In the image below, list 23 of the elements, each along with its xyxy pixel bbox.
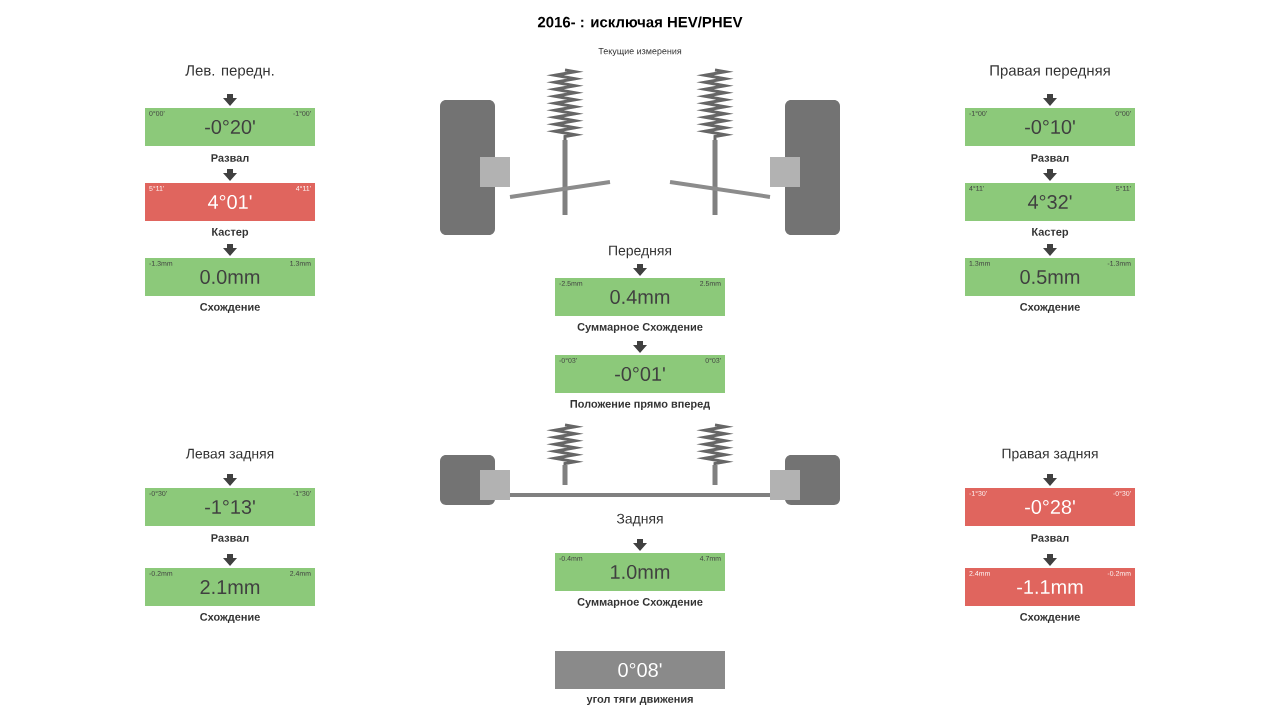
gauge-caption: Схождение <box>200 613 260 623</box>
section-heading: Правая задняя <box>1002 448 1098 462</box>
section-heading: Правая передняя <box>990 65 1110 79</box>
gauge-caption: Положение прямо вперед <box>570 400 710 410</box>
gauge-caption: Кастер <box>1032 228 1069 238</box>
section-heading: Лев. передн. <box>185 65 274 79</box>
section-heading: Текущие измерения <box>598 48 682 56</box>
gauge-caption: Суммарное Схождение <box>577 323 703 333</box>
gauge-box: 0°08' <box>555 651 725 689</box>
section-heading: Левая задняя <box>185 448 274 462</box>
gauge-caption: Развал <box>211 154 249 162</box>
gauge-caption: Схождение <box>1020 613 1080 623</box>
gauge-caption: Развал <box>1031 534 1069 542</box>
gauge-caption: угол тяги движения <box>586 696 693 706</box>
gauge-caption: Развал <box>1031 154 1069 162</box>
gauge-caption: Развал <box>211 534 249 542</box>
title: 2016- : исключая HEV/PHEV <box>537 16 743 28</box>
gauge-caption: Суммарное Схождение <box>577 598 703 608</box>
gauge-caption: Схождение <box>1020 303 1080 313</box>
section-heading: Передняя <box>609 245 671 259</box>
gauge-caption: Кастер <box>212 228 249 238</box>
gauge-caption: Схождение <box>200 303 260 313</box>
section-heading: Задняя <box>616 513 663 527</box>
